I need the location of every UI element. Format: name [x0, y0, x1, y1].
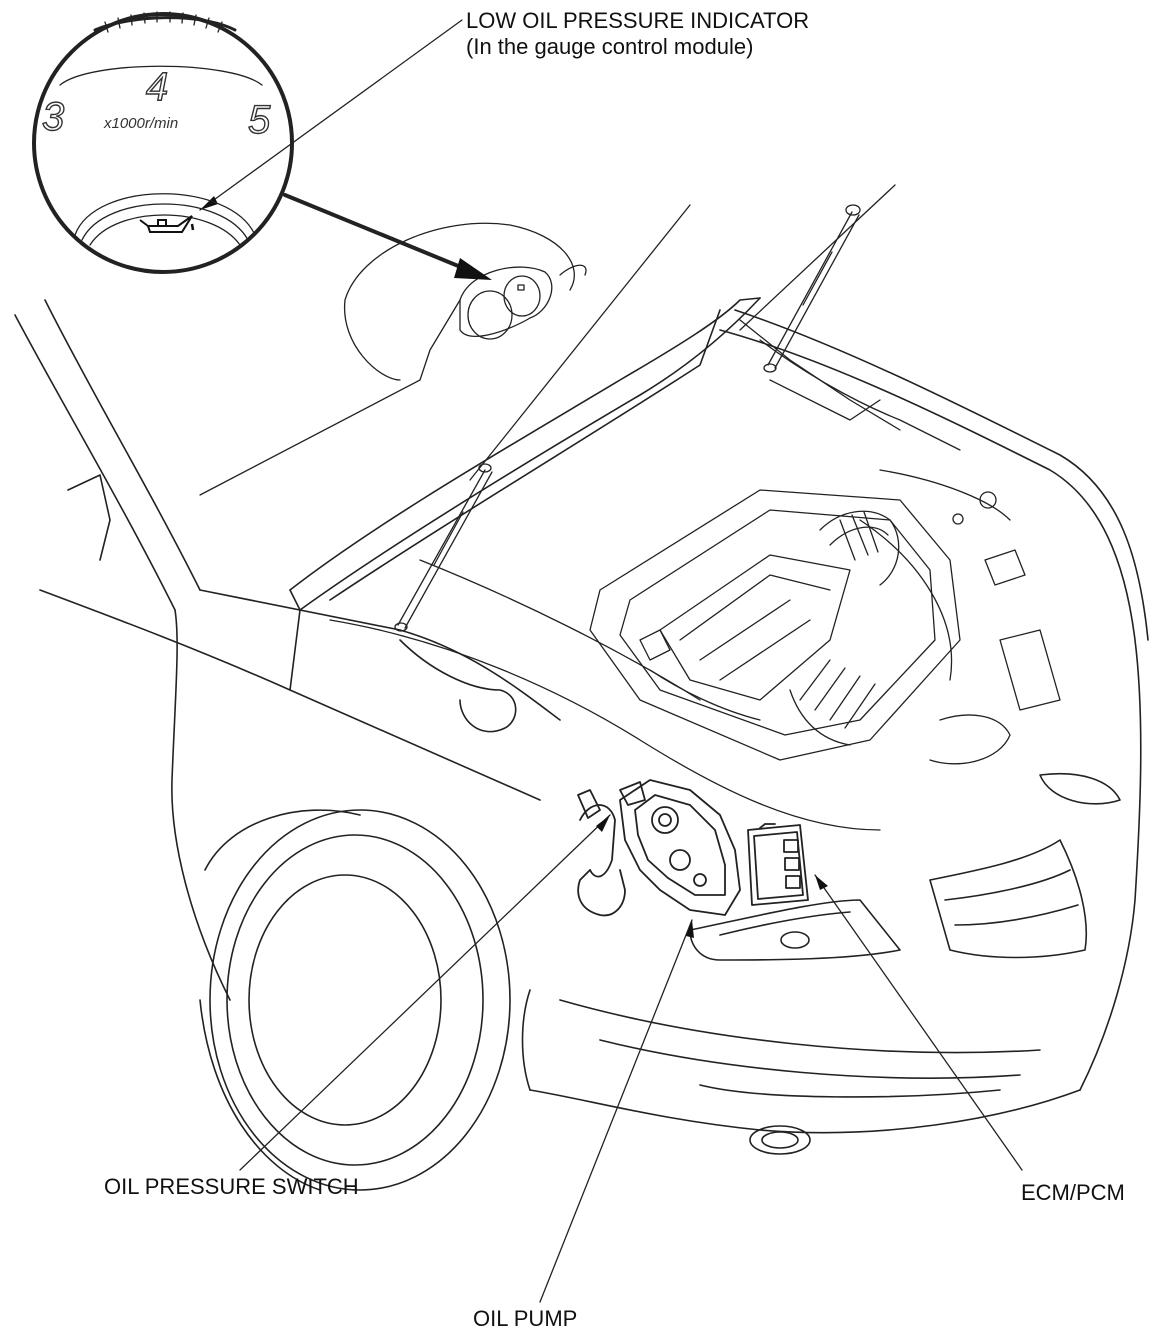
oil-can-icon — [139, 215, 195, 233]
oil-pump — [577, 779, 741, 917]
callout-low-oil-line1: LOW OIL PRESSURE INDICATOR — [466, 8, 810, 33]
ecm-pcm-box — [747, 823, 809, 906]
hood-strut-right — [763, 204, 861, 373]
tick-label-5: 5 — [248, 98, 271, 142]
inset-pointer-arrow — [283, 193, 492, 280]
tick-label-3: 3 — [42, 95, 64, 139]
tick-label-4: 4 — [146, 65, 168, 109]
leader-ecm-pcm — [814, 874, 1023, 1171]
gauge-inset-labels: 3 4 5 — [41, 64, 271, 142]
arrow-head-indicator — [200, 196, 218, 210]
arrow-head-switch — [596, 815, 610, 832]
callout-oil-pump: OIL PUMP — [473, 1306, 578, 1331]
leader-low-oil-indicator — [199, 19, 463, 211]
gauge-unit-label: x1000r/min — [103, 115, 178, 132]
arrow-head-ecm — [815, 875, 828, 890]
hood — [289, 297, 761, 611]
windshield-outline — [199, 184, 896, 496]
leader-lines — [199, 19, 1023, 1303]
engine-compartment — [329, 319, 1061, 831]
hood-strut-left — [394, 463, 493, 632]
arrow-head-pump — [686, 920, 694, 938]
leader-oil-pump — [539, 919, 693, 1303]
leader-oil-pressure-switch — [239, 814, 611, 1171]
car-body — [14, 299, 1149, 1155]
engine — [589, 489, 961, 761]
gauge-inset — [32, 11, 294, 274]
callout-low-oil-pressure-indicator: LOW OIL PRESSURE INDICATOR (In the gauge… — [466, 8, 809, 60]
gauge-pod — [459, 266, 553, 340]
callout-low-oil-line2: (In the gauge control module) — [466, 34, 754, 59]
callout-ecm-pcm: ECM/PCM — [1021, 1180, 1125, 1205]
callout-oil-pressure-switch: OIL PRESSURE SWITCH — [104, 1174, 359, 1199]
front-wheel — [199, 809, 511, 1191]
